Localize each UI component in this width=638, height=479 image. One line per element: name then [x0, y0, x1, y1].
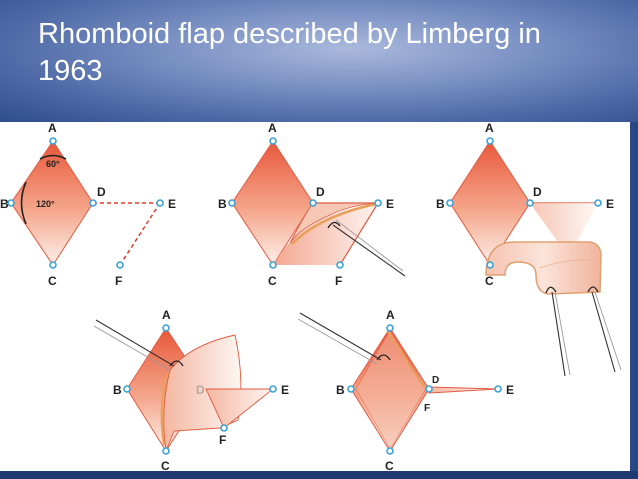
point-marker — [89, 199, 97, 207]
title-band: Rhomboid flap described by Limberg in 19… — [0, 0, 638, 122]
point-marker — [162, 447, 170, 455]
point-marker — [347, 385, 355, 393]
edge-ef — [339, 202, 379, 266]
point-marker — [309, 199, 317, 207]
step-2-incision: A B C D E F — [218, 121, 406, 288]
point-marker — [162, 324, 170, 332]
label-e: E — [506, 383, 514, 397]
label-c: C — [48, 274, 57, 288]
angle-arc-120 — [20, 181, 27, 225]
slide-title: Rhomboid flap described by Limberg in 19… — [38, 18, 541, 87]
label-e: E — [606, 197, 614, 211]
label-f: F — [335, 274, 342, 288]
closed-donor-site — [428, 386, 499, 394]
point-marker — [269, 385, 277, 393]
label-d: D — [196, 383, 205, 397]
label-a: A — [162, 308, 171, 322]
label-f: F — [219, 433, 226, 447]
point-marker — [220, 424, 228, 432]
label-e: E — [386, 197, 394, 211]
point-marker — [486, 137, 494, 145]
point-marker — [156, 199, 164, 207]
flap-fold — [539, 259, 599, 269]
forceps — [554, 291, 571, 376]
label-b: B — [0, 197, 9, 211]
flap-edge — [289, 202, 379, 244]
label-d: D — [316, 185, 325, 199]
forceps — [93, 325, 171, 371]
label-a: A — [485, 122, 494, 135]
label-b: B — [113, 383, 122, 397]
label-c: C — [161, 459, 170, 471]
forceps — [551, 291, 566, 377]
label-e: E — [281, 383, 289, 397]
point-marker — [336, 261, 344, 269]
forceps — [332, 224, 406, 277]
step-1-design: 60° 120° A B C D E F — [0, 121, 176, 288]
forceps — [297, 318, 378, 365]
forceps — [594, 291, 622, 371]
point-marker — [228, 199, 236, 207]
donor-site — [205, 388, 275, 429]
forceps — [591, 291, 616, 373]
point-marker — [446, 199, 454, 207]
flap-inset — [355, 329, 427, 450]
point-marker — [374, 199, 382, 207]
point-marker — [49, 261, 57, 269]
point-marker — [386, 447, 394, 455]
point-marker — [386, 324, 394, 332]
point-marker — [594, 199, 602, 207]
label-b: B — [436, 197, 445, 211]
flap-rim — [291, 202, 377, 245]
incision-line-ef — [119, 202, 161, 266]
label-f: F — [424, 403, 430, 414]
step-3-elevation: A B C D E — [436, 121, 622, 377]
hook-tip — [169, 360, 184, 367]
label-d: D — [97, 185, 106, 199]
forceps — [95, 319, 175, 367]
hook-tip — [587, 286, 599, 293]
point-marker — [486, 261, 494, 269]
label-c: C — [385, 459, 394, 471]
label-b: B — [218, 197, 227, 211]
point-marker — [7, 199, 15, 207]
point-marker — [494, 385, 502, 393]
point-marker — [123, 385, 131, 393]
label-b: B — [336, 383, 345, 397]
point-marker — [49, 137, 57, 145]
label-d: D — [533, 185, 542, 199]
label-f: F — [115, 274, 122, 288]
diagram-panel: 60° 120° A B C D E F — [0, 121, 630, 473]
forceps — [299, 312, 382, 361]
label-a: A — [386, 308, 395, 322]
hook-tip — [376, 354, 391, 361]
step-4-transposition: A B C D E F — [93, 308, 289, 473]
flap-rim — [387, 331, 426, 389]
point-marker — [269, 137, 277, 145]
label-e: E — [168, 197, 176, 211]
flap-raised — [273, 203, 378, 265]
point-marker — [269, 261, 277, 269]
rhomboid-flap-diagram: 60° 120° A B C D E F — [0, 121, 622, 473]
hook-tip — [545, 286, 557, 294]
point-marker — [116, 261, 124, 269]
bottom-strip — [0, 471, 638, 479]
label-d: D — [432, 375, 439, 386]
forceps — [335, 219, 404, 272]
hook-tip — [327, 221, 341, 229]
point-marker — [425, 385, 433, 393]
step-5-closure: A B C D E F — [297, 308, 514, 473]
label-c: C — [268, 274, 277, 288]
label-c: C — [485, 274, 494, 288]
flap-lifted — [485, 241, 602, 295]
label-a: A — [268, 122, 277, 135]
point-marker — [526, 199, 534, 207]
donor-site — [530, 203, 598, 245]
flap-rim — [160, 371, 170, 446]
angle-label-120: 120° — [36, 199, 55, 209]
label-a: A — [48, 122, 57, 135]
angle-label-60: 60° — [46, 159, 60, 169]
angle-arc-60 — [39, 154, 67, 160]
